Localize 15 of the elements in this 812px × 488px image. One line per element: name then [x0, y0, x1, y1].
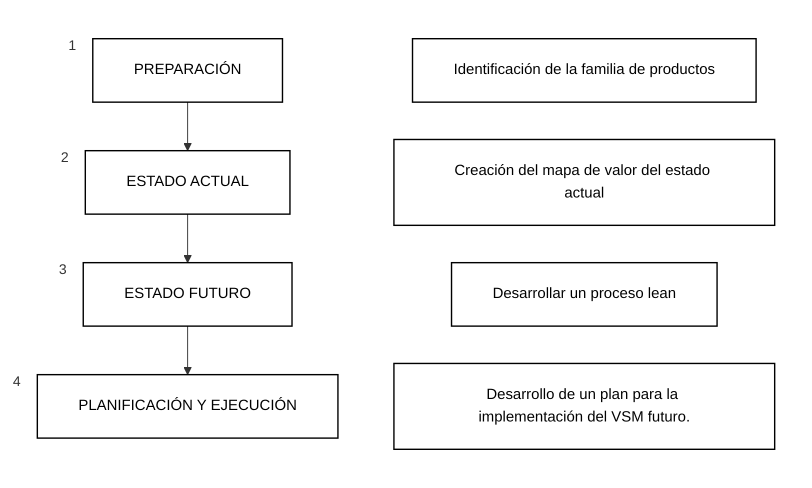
node-box: Desarrollo de un plan para la implementación del VSM futuro. — [393, 362, 776, 450]
node-box: ESTADO ACTUAL — [84, 150, 291, 215]
node-box: Creación del mapa de valor del estado actual — [393, 138, 776, 226]
node-box: ESTADO FUTURO — [82, 262, 293, 327]
arrow — [184, 214, 192, 264]
node-box: Identificación de la familia de productos — [412, 38, 757, 103]
node-box: PLANIFICACIÓN Y EJECUCIÓN — [36, 374, 339, 439]
step-number: 3 — [58, 260, 67, 277]
arrow — [184, 326, 192, 376]
arrow — [184, 102, 192, 152]
node-box: PREPARACIÓN — [92, 38, 284, 103]
step-number: 4 — [12, 372, 21, 389]
step-number: 2 — [60, 148, 69, 165]
step-number: 1 — [68, 36, 76, 53]
node-box: Desarrollar un proceso lean — [450, 262, 718, 327]
